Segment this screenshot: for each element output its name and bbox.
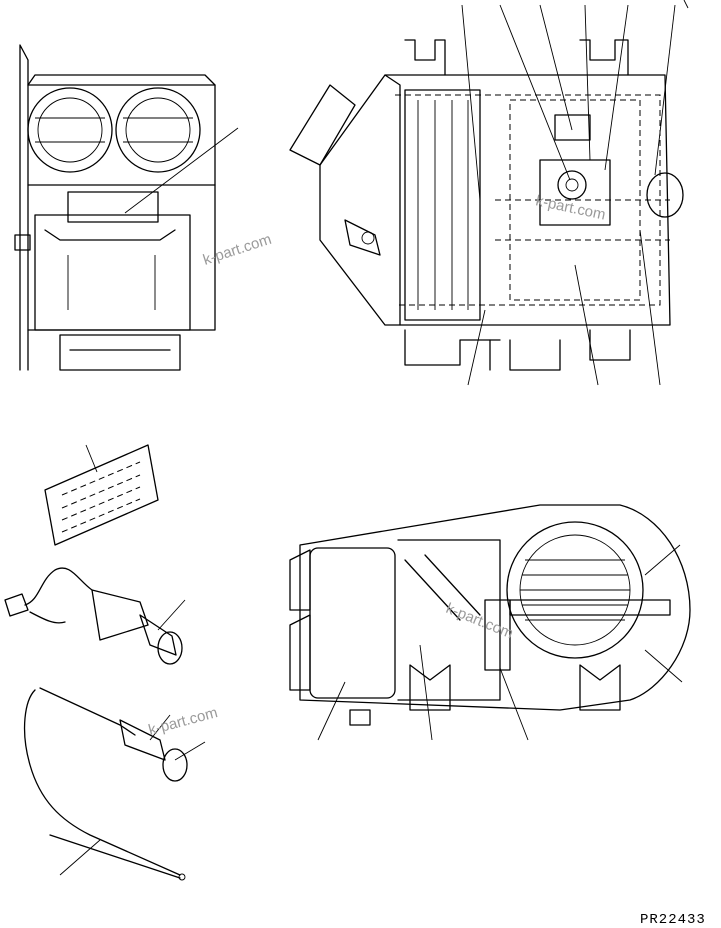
drawing-code: PR22433 xyxy=(640,912,706,928)
caution-label-part xyxy=(44,444,159,546)
heater-unit-side-view xyxy=(289,0,689,386)
watermark-text: k-part.com xyxy=(534,192,607,223)
blower-switch-part xyxy=(4,567,186,665)
watermark-text: k-part.com xyxy=(147,704,220,739)
heater-unit-front-view xyxy=(14,44,239,371)
control-cable-part xyxy=(23,687,206,881)
watermark-text: k-part.com xyxy=(201,231,274,269)
leader-line xyxy=(124,127,239,214)
heater-unit-top-view xyxy=(289,504,691,741)
watermark-text: k-part.com xyxy=(444,600,516,642)
